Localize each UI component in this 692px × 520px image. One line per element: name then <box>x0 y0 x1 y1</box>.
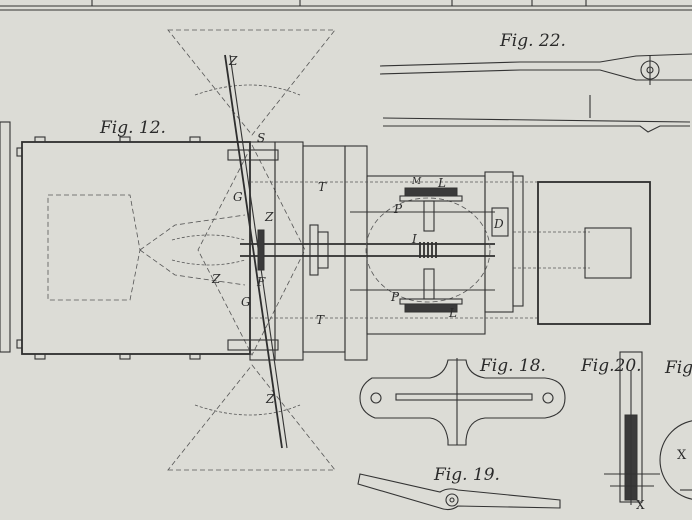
fig12-label: Fig. 12. <box>99 118 166 138</box>
left-edge-frame <box>0 121 23 353</box>
letter-z-top: Z <box>228 54 238 68</box>
coil-spring <box>419 242 437 258</box>
fig20-label: Fig.20. <box>580 356 642 376</box>
fig20-drawing <box>604 351 660 505</box>
letter-m: M <box>411 177 422 187</box>
letter-g-low: G <box>241 295 251 309</box>
letter-i: I <box>411 232 417 246</box>
fig18-label: Fig. 18. <box>479 356 546 376</box>
letter-z-low: Z <box>211 272 221 286</box>
letter-x-right: X <box>677 448 687 463</box>
letter-t-low: T <box>316 313 325 327</box>
letter-s: S <box>257 131 265 145</box>
letter-z-bottom: Z <box>265 392 275 406</box>
letter-f: F <box>256 275 266 289</box>
fig22-drawing <box>379 53 692 133</box>
fig12-drawing <box>21 29 651 471</box>
top-border-strip <box>0 0 692 11</box>
letter-l-low: L <box>448 306 457 320</box>
letter-p-low: P <box>390 290 400 304</box>
fig22-label: Fig. 22. <box>499 31 566 51</box>
letter-x-bottom: X <box>636 498 645 512</box>
letter-t-top: T <box>318 180 327 194</box>
fig18-drawing <box>359 358 566 446</box>
fig19-label: Fig. 19. <box>433 465 500 485</box>
letter-p-top: P <box>393 202 403 216</box>
letter-g-top: G <box>233 190 243 204</box>
letter-z-mid: Z <box>264 210 274 224</box>
letter-d: D <box>493 217 504 231</box>
fig-partial-label: Fig. <box>664 358 692 378</box>
partial-figure-right <box>659 420 692 500</box>
fig19-drawing <box>357 473 561 511</box>
letter-l-top: L <box>437 176 446 190</box>
